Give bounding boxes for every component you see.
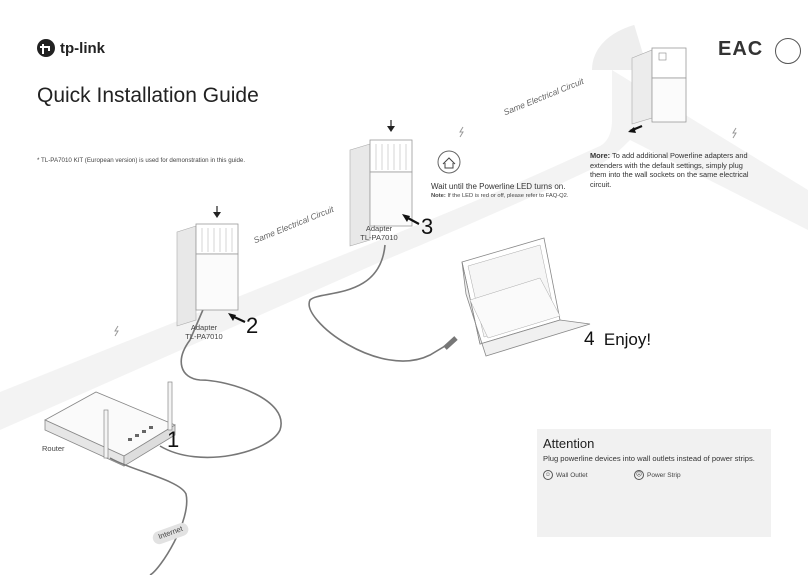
step-4-number: 4 [584,329,595,350]
tp-link-logo-icon [37,39,55,57]
adapter-additional-device [628,47,687,133]
adapter-3-line1: Adapter [365,224,393,233]
brand-name: tp-link [60,39,105,57]
attention-box [537,429,771,537]
adapter3-laptop-cable [308,244,456,362]
eac-mark-icon: EAC [718,38,763,61]
ukraine-cert-icon [775,38,801,64]
house-led-icon [437,150,461,174]
smile-icon: ☺ [543,470,553,480]
option-power-strip-label: Power Strip [647,471,681,479]
step-3-number: 3 [421,214,434,239]
step-4: 4 Enjoy! [584,329,651,351]
circuit-band [0,70,808,430]
demo-note: * TL-PA7010 KIT (European version) is us… [37,157,246,164]
more-label: More: [590,151,611,160]
option-wall-outlet-label: Wall Outlet [556,471,588,479]
laptop-device [443,237,591,357]
adapter-2-label: Adapter TL-PA7010 [183,323,225,341]
adapter-2-line1: Adapter [190,323,218,332]
step-3-note-text: If the LED is red or off, please refer t… [447,193,569,199]
adapter-3-model: TL-PA7010 [360,232,398,242]
step-3-note: Note: If the LED is red or off, please r… [431,193,568,199]
step-4-text: Enjoy! [603,330,652,349]
option-power-strip: ☹ Power Strip [634,470,681,480]
router-adapter-cable [159,304,282,459]
more-text: To add additional Powerline adapters and… [590,151,749,189]
router-label: Router [42,444,65,453]
adapter-3-device [349,120,461,247]
adapter-2-device [176,206,246,327]
cert-mark-text: EAC [718,38,764,60]
internet-cable [109,457,188,575]
lightning-icon [114,126,737,337]
adapter-3-label: Adapter TL-PA7010 [358,224,400,242]
page-title: Quick Installation Guide [37,84,259,107]
more-info: More: To add additional Powerline adapte… [590,151,760,190]
option-wall-outlet: ☺ Wall Outlet [543,470,588,480]
frown-icon: ☹ [634,470,644,480]
step-3-instruction: Wait until the Powerline LED turns on. [431,182,566,191]
step-3-note-label: Note: [431,193,446,199]
adapter-2-model: TL-PA7010 [185,331,223,341]
attention-text: Plug powerline devices into wall outlets… [543,454,755,463]
brand-logo: tp-link [36,38,105,58]
step-2-number: 2 [246,313,259,338]
attention-title: Attention [543,436,595,451]
router-device [44,381,176,467]
step-1-number: 1 [167,427,180,452]
